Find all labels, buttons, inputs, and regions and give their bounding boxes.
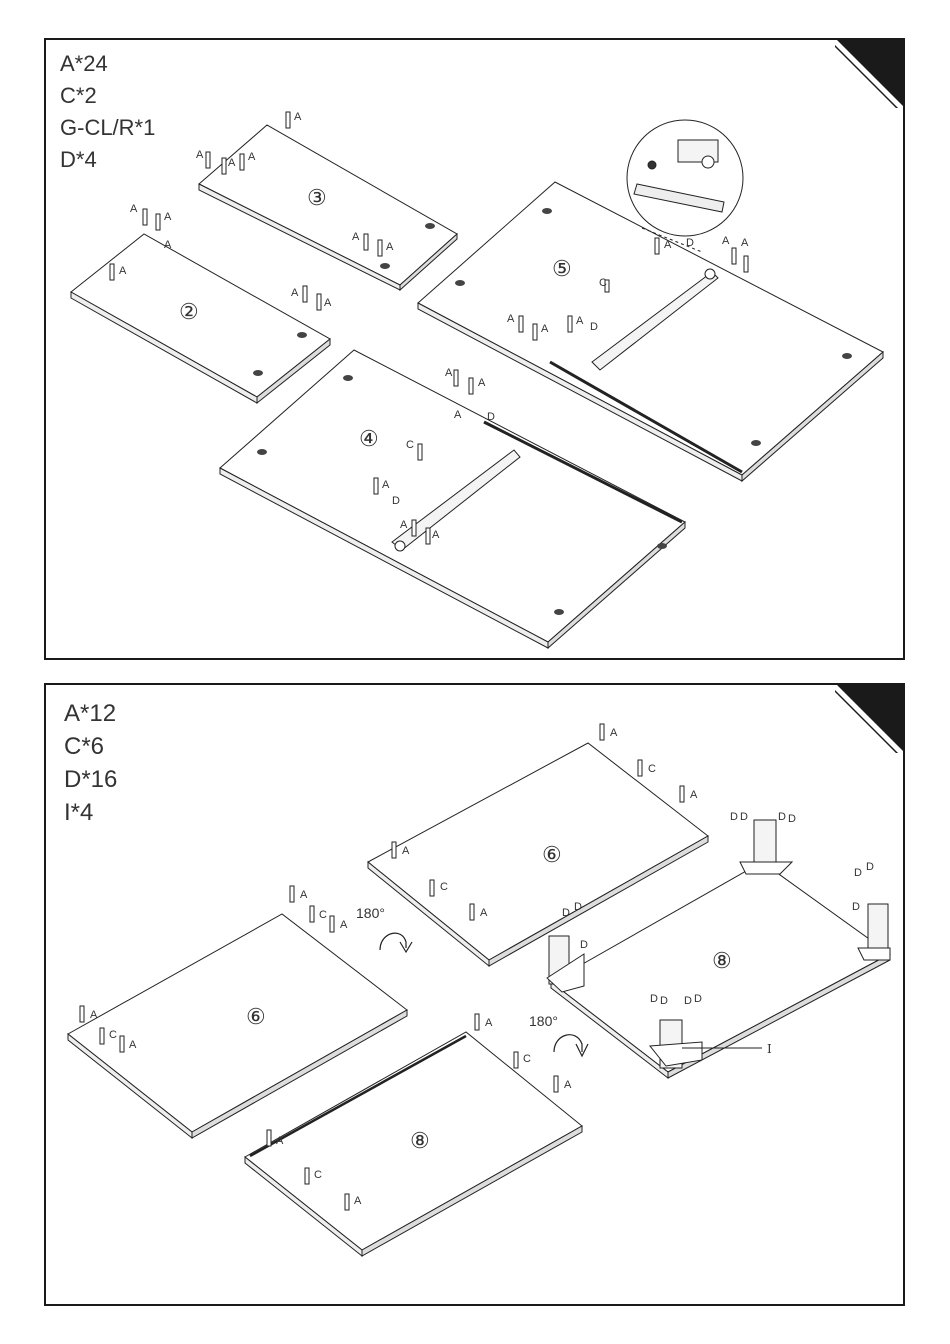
- label-d: D: [392, 495, 400, 507]
- board-number: ②: [179, 300, 199, 325]
- board-number: ④: [359, 427, 379, 452]
- label-d: D: [730, 811, 738, 823]
- board-number: ⑤: [552, 257, 572, 282]
- label-a: A: [480, 907, 488, 919]
- label-a: A: [196, 149, 204, 161]
- step-1-panel: A*24 C*2 G-CL/R*1 D*4: [44, 38, 905, 660]
- label-a: A: [352, 231, 360, 243]
- label-a: A: [248, 151, 256, 163]
- label-a: A: [400, 519, 408, 531]
- board-number: ⑧: [410, 1129, 430, 1154]
- label-a: A: [507, 313, 515, 325]
- label-a: A: [541, 323, 549, 335]
- leg-label: I: [767, 1042, 772, 1056]
- board-number: ⑥: [542, 843, 562, 868]
- leg: [858, 904, 890, 960]
- label-a: A: [478, 377, 486, 389]
- label-a: A: [690, 789, 698, 801]
- label-d: D: [590, 321, 598, 333]
- label-a: A: [664, 239, 672, 251]
- label-a: A: [90, 1009, 98, 1021]
- leg: [740, 820, 792, 874]
- label-a: A: [291, 287, 299, 299]
- label-d: D: [852, 901, 860, 913]
- label-c: C: [599, 277, 607, 289]
- label-a: A: [340, 919, 348, 931]
- label-a: A: [485, 1017, 493, 1029]
- label-a: A: [741, 237, 749, 249]
- label-d: D: [778, 811, 786, 823]
- label-a: A: [228, 157, 236, 169]
- step-1-diagram: A A A A A A A A A A A A A D A A C A A A …: [46, 40, 905, 660]
- label-a: A: [164, 239, 172, 251]
- label-a: A: [382, 479, 390, 491]
- label-a: A: [129, 1039, 137, 1051]
- label-d: D: [740, 811, 748, 823]
- label-d: D: [650, 993, 658, 1005]
- leg: [547, 936, 584, 992]
- label-a: A: [576, 315, 584, 327]
- label-a: A: [324, 297, 332, 309]
- label-a: A: [276, 1135, 284, 1147]
- board-number: ③: [307, 186, 327, 211]
- label-d: D: [580, 939, 588, 951]
- label-d: D: [487, 411, 495, 423]
- board-2: [71, 234, 330, 403]
- label-a: A: [454, 409, 462, 421]
- label-c: C: [648, 763, 656, 775]
- label-a: A: [402, 845, 410, 857]
- label-d: D: [788, 813, 796, 825]
- label-a: A: [386, 241, 394, 253]
- label-a: A: [610, 727, 618, 739]
- label-a: A: [130, 203, 138, 215]
- rotation-label: 180°: [529, 1013, 558, 1029]
- label-a: A: [300, 889, 308, 901]
- board-number: ⑥: [246, 1005, 266, 1030]
- label-d: D: [686, 237, 694, 249]
- label-c: C: [406, 439, 414, 451]
- label-a: A: [119, 265, 127, 277]
- rotation-label: 180°: [356, 905, 385, 921]
- step-2-diagram: A C A A C A A C A A C A A C A A C A D D …: [46, 685, 905, 1306]
- label-c: C: [319, 909, 327, 921]
- board-3: [199, 125, 457, 290]
- label-a: A: [294, 111, 302, 123]
- label-d: D: [660, 995, 668, 1007]
- label-a: A: [445, 367, 453, 379]
- label-a: A: [564, 1079, 572, 1091]
- label-a: A: [164, 211, 172, 223]
- label-c: C: [314, 1169, 322, 1181]
- label-a: A: [354, 1195, 362, 1207]
- label-c: C: [109, 1029, 117, 1041]
- step-2-panel: A*12 C*6 D*16 I*4: [44, 683, 905, 1306]
- label-d: D: [866, 861, 874, 873]
- label-d: D: [854, 867, 862, 879]
- label-c: C: [440, 881, 448, 893]
- label-d: D: [694, 993, 702, 1005]
- board-number: ⑧: [712, 949, 732, 974]
- label-d: D: [574, 901, 582, 913]
- label-d: D: [684, 995, 692, 1007]
- label-d: D: [562, 907, 570, 919]
- label-a: A: [432, 529, 440, 541]
- label-c: C: [523, 1053, 531, 1065]
- label-a: A: [722, 235, 730, 247]
